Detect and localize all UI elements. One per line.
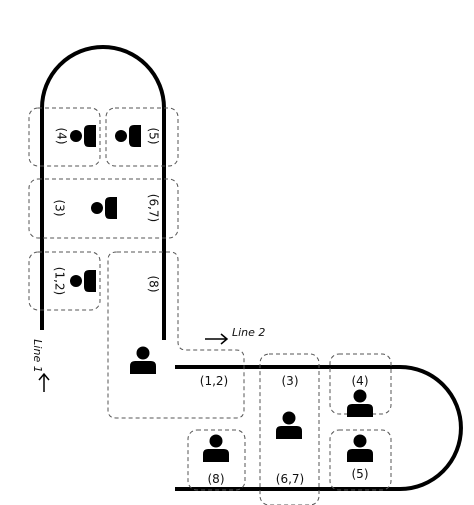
station-box-3-67 xyxy=(28,178,179,239)
line1-label: Line 1 xyxy=(31,339,44,372)
line1-track xyxy=(40,45,166,340)
line2-label: Line 2 xyxy=(232,326,265,339)
station-box-l2-5 xyxy=(329,429,392,491)
label-l2-3: (3) xyxy=(282,374,299,388)
operator-icon-l2-8 xyxy=(203,434,229,462)
label-l2-5: (5) xyxy=(352,467,369,481)
operator-icon-l2-4 xyxy=(347,389,373,417)
label-l2-1-2: (1,2) xyxy=(200,374,228,388)
label-l2-6-7: (6,7) xyxy=(276,472,304,486)
line2-track xyxy=(175,365,463,491)
operator-icon-l2-5 xyxy=(347,434,373,462)
station-box-5 xyxy=(105,107,179,167)
label-l2-4: (4) xyxy=(352,374,369,388)
operator-icon-l2-3-67 xyxy=(276,411,302,439)
label-l1-5: (5) xyxy=(147,128,161,145)
label-l1-6-7: (6,7) xyxy=(147,194,161,222)
station-box-l2-8 xyxy=(187,429,246,491)
operator-icon-station-4 xyxy=(70,125,96,147)
line1-flow-arrow-icon xyxy=(38,372,50,392)
label-l1-1-2: (1,2) xyxy=(53,267,67,295)
operator-icon-station-5 xyxy=(115,125,141,147)
label-l1-3: (3) xyxy=(53,200,67,217)
station-box-1-2 xyxy=(28,251,101,311)
label-l2-8: (8) xyxy=(208,472,225,486)
station-box-4 xyxy=(28,107,101,167)
label-l1-4: (4) xyxy=(55,128,69,145)
operator-icon-station-3 xyxy=(91,197,117,219)
label-l1-8: (8) xyxy=(147,276,161,293)
line2-flow-arrow-icon xyxy=(205,333,229,345)
operator-icon-station-1-2 xyxy=(70,270,96,292)
shared-worker-zone xyxy=(107,251,245,419)
operator-icon-shared xyxy=(130,346,156,374)
station-box-l2-3-67 xyxy=(259,353,320,505)
